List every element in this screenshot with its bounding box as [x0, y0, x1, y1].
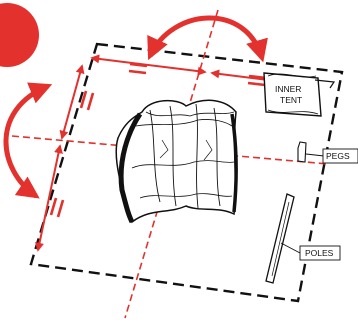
pegs-bag: PEGS	[297, 141, 358, 164]
poles-label: POLES	[305, 248, 334, 258]
dimension-arrow-left-upper	[59, 64, 85, 140]
inner-tent-bag: INNER TENT	[263, 72, 336, 117]
equal-mark-top-left	[128, 62, 148, 75]
folded-tent-body	[115, 99, 238, 224]
equal-mark-left-upper	[79, 90, 95, 111]
poles-bag: POLES	[265, 193, 341, 284]
dimension-arrow-top-left	[90, 54, 207, 76]
pegs-label: PEGS	[326, 151, 350, 161]
inner-tent-label-line1: INNER	[275, 84, 301, 94]
step-badge	[0, 3, 39, 67]
inner-tent-label-line2: TENT	[280, 95, 302, 105]
equal-mark-top-right	[247, 74, 267, 87]
dimension-arrow-left-lower	[35, 144, 63, 252]
equal-mark-left-lower	[49, 197, 65, 218]
fold-arrow-left	[3, 82, 53, 199]
fold-arrow-top	[147, 15, 268, 63]
